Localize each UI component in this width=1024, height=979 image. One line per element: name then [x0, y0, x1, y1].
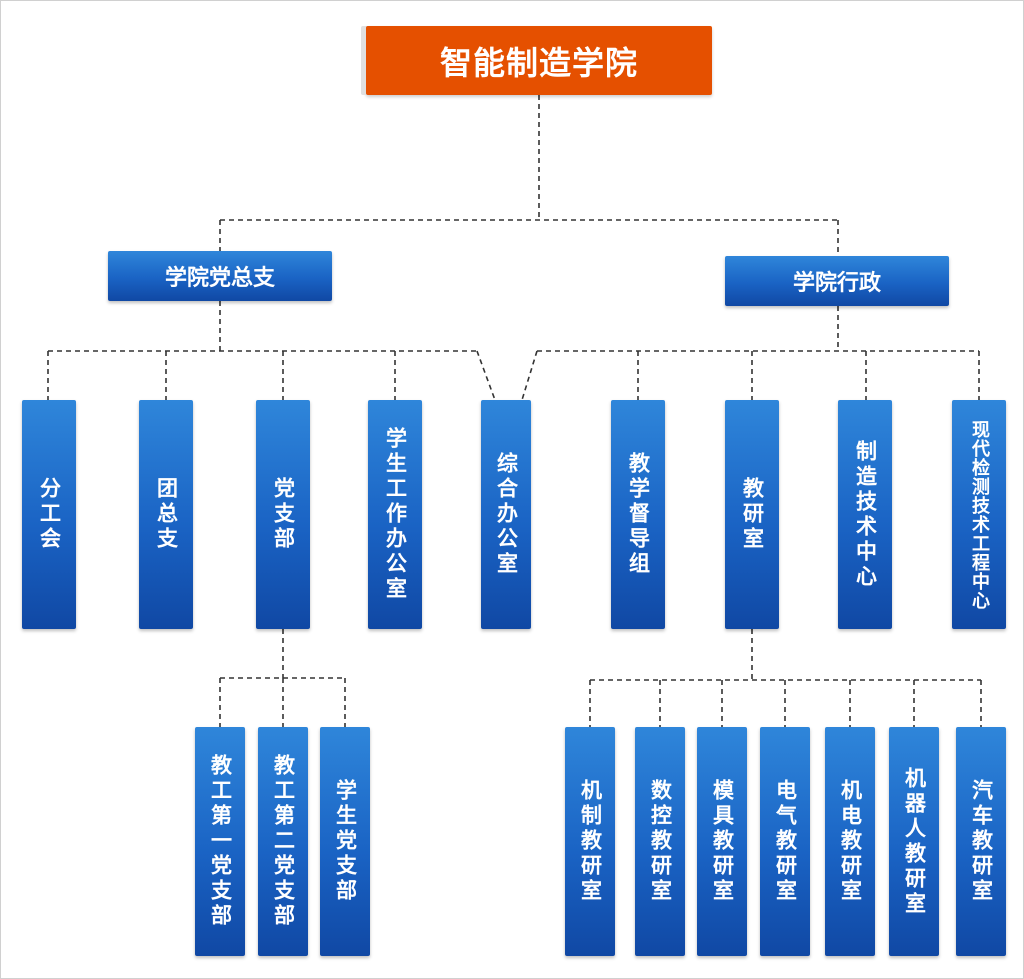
office-robotics: 机器人教研室 — [889, 727, 939, 956]
office-electrical: 电气教研室 — [760, 727, 810, 956]
office-automotive: 汽车教研室 — [956, 727, 1006, 956]
dept-party-branch: 党支部 — [256, 400, 310, 629]
connector-party-departments — [47, 301, 496, 401]
connector-party-subbranches — [219, 629, 346, 727]
office-mold: 模具教研室 — [697, 727, 747, 956]
root-node: 智能制造学院 — [366, 26, 712, 95]
dept-student-affairs: 学生工作办公室 — [368, 400, 422, 629]
office-cnc: 数控教研室 — [635, 727, 685, 956]
office-machining: 机制教研室 — [565, 727, 615, 956]
dept-youth-league: 团总支 — [139, 400, 193, 629]
dept-union: 分工会 — [22, 400, 76, 629]
connector-admin-departments — [521, 306, 980, 401]
party-branch-student: 学生党支部 — [320, 727, 370, 956]
office-mechatronics: 机电教研室 — [825, 727, 875, 956]
dept-inspection-center: 现代检测技术工程中心 — [952, 400, 1006, 629]
dept-teaching-supervision: 教学督导组 — [611, 400, 665, 629]
connector-teaching-offices — [589, 629, 982, 727]
connector-root-branches — [219, 95, 839, 256]
branch-administration: 学院行政 — [725, 256, 949, 306]
party-branch-staff-1: 教工第一党支部 — [195, 727, 245, 956]
branch-party-general: 学院党总支 — [108, 251, 332, 301]
dept-teaching-research: 教研室 — [725, 400, 779, 629]
dept-general-office: 综合办公室 — [481, 400, 531, 629]
dept-manufacturing-center: 制造技术中心 — [838, 400, 892, 629]
party-branch-staff-2: 教工第二党支部 — [258, 727, 308, 956]
